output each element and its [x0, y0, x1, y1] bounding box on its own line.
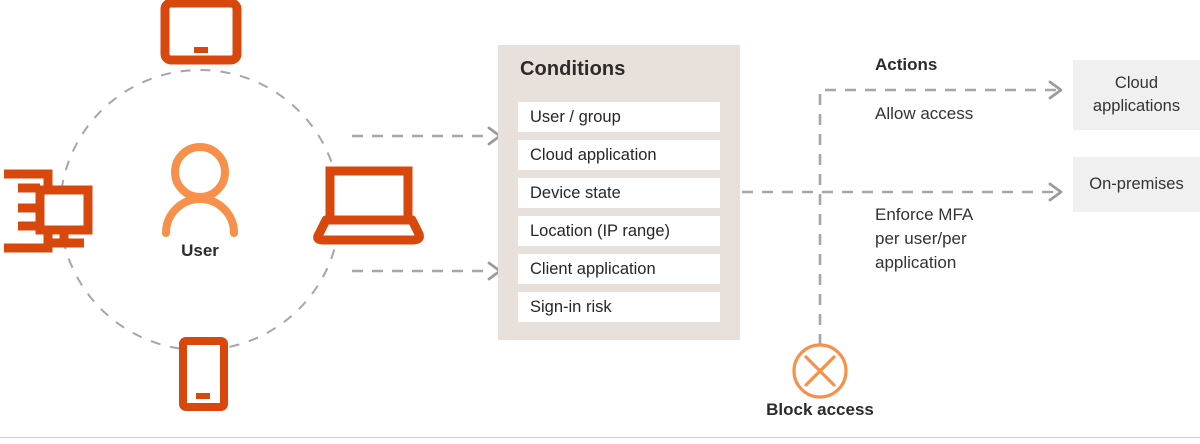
connector-arrowhead-onprem	[1048, 182, 1063, 202]
condition-row[interactable]: Location (IP range)	[518, 216, 720, 246]
condition-label: Device state	[530, 183, 621, 202]
condition-label: User / group	[530, 107, 621, 126]
target-label-line: Cloud	[1114, 74, 1159, 93]
condition-row[interactable]: User / group	[518, 102, 720, 132]
enforce-mfa-line: Enforce MFA	[875, 205, 974, 224]
device-orbit-dashed-circle	[59, 69, 341, 351]
allow-access-label: Allow access	[875, 104, 974, 123]
condition-label: Location (IP range)	[530, 221, 671, 240]
connector-arrowhead-cloud	[1048, 80, 1063, 100]
target-label-line: On-premises	[1089, 175, 1184, 194]
target-cloud-applications[interactable]: Cloud applications	[1073, 60, 1200, 130]
condition-label: Sign-in risk	[530, 297, 612, 316]
condition-label: Cloud application	[530, 145, 657, 164]
enforce-mfa-line: application	[875, 253, 957, 273]
block-access-label: Block access	[766, 400, 874, 419]
condition-row[interactable]: Cloud application	[518, 140, 720, 170]
condition-label: Client application	[530, 259, 656, 278]
person-icon	[162, 143, 238, 237]
phone-icon	[179, 337, 228, 411]
tablet-icon	[160, 0, 242, 65]
actions-title: Actions	[875, 55, 938, 74]
condition-row[interactable]: Client application	[518, 254, 720, 284]
target-label-line: applications	[1092, 97, 1181, 115]
condition-row[interactable]: Sign-in risk	[518, 292, 720, 322]
condition-row[interactable]: Device state	[518, 178, 720, 208]
enforce-mfa-line: per user/per	[875, 229, 967, 249]
block-access-icon	[792, 343, 848, 399]
conditions-title: Conditions	[520, 58, 626, 80]
conditions-panel: Conditions User / group Cloud applicatio…	[498, 45, 740, 340]
user-label: User	[181, 241, 219, 260]
target-on-premises[interactable]: On-premises	[1073, 157, 1200, 212]
server-desktop-icon	[4, 169, 93, 253]
laptop-icon	[313, 166, 424, 245]
enforce-mfa-label: Enforce MFA per user/per application	[875, 203, 1025, 275]
